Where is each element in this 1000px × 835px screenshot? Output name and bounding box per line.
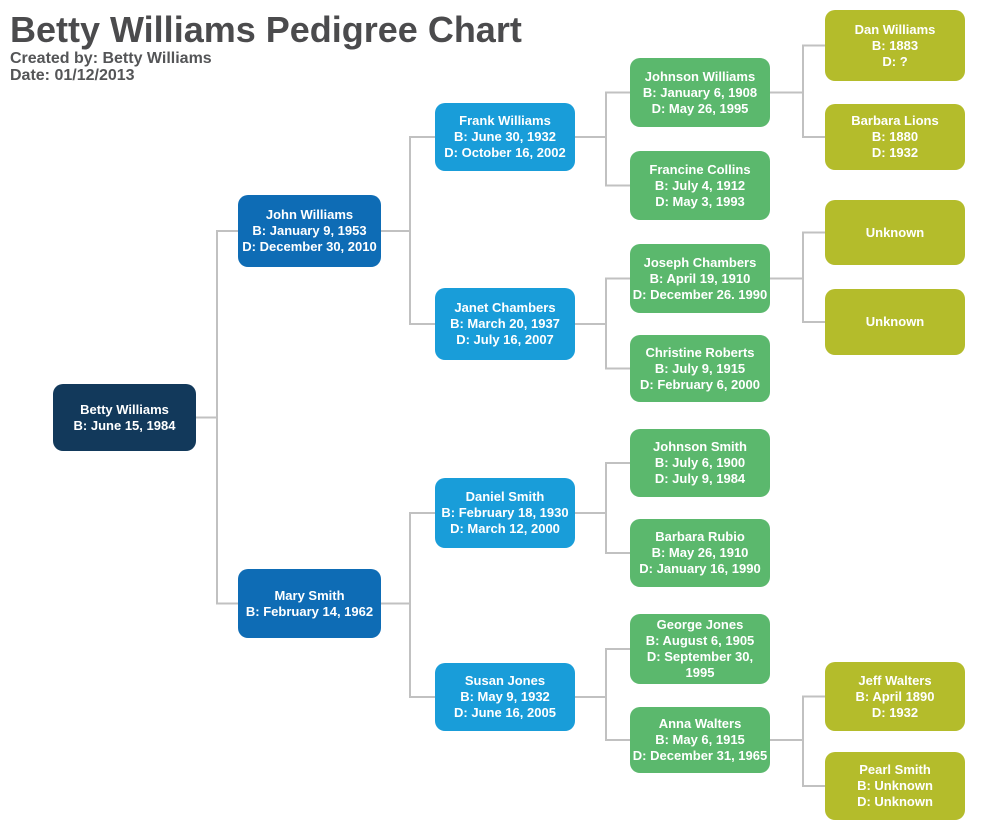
person-name: Pearl Smith xyxy=(859,762,931,777)
node-francine-collins[interactable]: Francine Collins B: July 4, 1912 D: May … xyxy=(630,151,770,220)
person-death: D: May 3, 1993 xyxy=(655,193,745,209)
person-birth: B: January 6, 1908 xyxy=(642,84,758,100)
person-name: Johnson Williams xyxy=(644,68,756,84)
person-birth: B: 1883 xyxy=(871,37,919,53)
connector-johnson-williams-parents xyxy=(770,44,825,138)
node-betty-williams[interactable]: Betty Williams B: June 15, 1984 xyxy=(53,384,196,451)
created-by-label: Created by: Betty Williams xyxy=(10,50,212,67)
person-death: D: December 30, 2010 xyxy=(242,239,377,254)
person-name: Jeff Walters xyxy=(858,672,932,688)
person-death: D: 1932 xyxy=(871,704,919,720)
node-janet-chambers[interactable]: Janet Chambers B: March 20, 1937 D: July… xyxy=(435,288,575,360)
person-birth: B: July 9, 1915 xyxy=(654,360,746,376)
person-birth: B: January 9, 1953 xyxy=(252,223,367,238)
node-george-jones[interactable]: George Jones B: August 6, 1905 D: Septem… xyxy=(630,614,770,684)
person-name: Daniel Smith xyxy=(465,489,545,504)
person-name: John Williams xyxy=(265,207,354,222)
node-johnson-williams[interactable]: Johnson Williams B: January 6, 1908 D: M… xyxy=(630,58,770,127)
person-death-wrap: 1995 xyxy=(685,665,715,680)
connector-frank-parents xyxy=(575,91,630,187)
person-death: D: July 9, 1984 xyxy=(654,471,746,486)
person-name: Johnson Smith xyxy=(653,439,747,454)
person-death: D: 1932 xyxy=(871,145,919,160)
person-birth: B: February 14, 1962 xyxy=(245,603,374,619)
person-birth: B: August 6, 1905 xyxy=(645,633,755,648)
person-birth: B: March 20, 1937 xyxy=(450,316,560,331)
person-name: Betty Williams xyxy=(80,401,169,417)
person-birth: B: May 9, 1932 xyxy=(460,689,550,704)
node-joseph-chambers[interactable]: Joseph Chambers B: April 19, 1910 D: Dec… xyxy=(630,244,770,313)
person-birth: B: July 6, 1900 xyxy=(654,455,746,470)
person-name: Frank Williams xyxy=(459,113,551,128)
person-name: Unknown xyxy=(865,314,925,329)
person-birth: B: May 6, 1915 xyxy=(655,732,745,747)
person-birth: B: Unknown xyxy=(857,778,933,793)
connector-daniel-parents xyxy=(575,462,630,554)
node-mary-smith[interactable]: Mary Smith B: February 14, 1962 xyxy=(238,569,381,638)
person-name: Janet Chambers xyxy=(454,300,556,315)
person-death: D: July 16, 2007 xyxy=(456,332,554,347)
node-unknown-1[interactable]: Unknown xyxy=(825,200,965,265)
connector-john-parents xyxy=(381,136,435,325)
date-label: Date: 01/12/2013 xyxy=(10,67,135,84)
connector-janet-parents xyxy=(575,277,630,370)
person-death: D: October 16, 2002 xyxy=(444,145,566,160)
person-birth: B: June 30, 1932 xyxy=(454,129,556,144)
person-death: D: May 26, 1995 xyxy=(651,100,749,116)
person-death: D: December 26. 1990 xyxy=(632,286,768,302)
person-birth: B: February 18, 1930 xyxy=(441,505,569,520)
person-death: D: February 6, 2000 xyxy=(640,376,760,392)
connector-joseph-parents xyxy=(770,231,825,323)
node-johnson-smith[interactable]: Johnson Smith B: July 6, 1900 D: July 9,… xyxy=(630,429,770,497)
connector-betty-parents xyxy=(196,230,238,605)
node-susan-jones[interactable]: Susan Jones B: May 9, 1932 D: June 16, 2… xyxy=(435,663,575,731)
person-death: D: January 16, 1990 xyxy=(639,561,761,576)
node-pearl-smith[interactable]: Pearl Smith B: Unknown D: Unknown xyxy=(825,752,965,820)
person-birth: B: July 4, 1912 xyxy=(654,177,746,193)
person-name: Christine Roberts xyxy=(645,344,755,360)
connector-mary-parents xyxy=(381,512,435,698)
person-death: D: September 30, xyxy=(646,649,754,664)
person-birth: B: April 19, 1910 xyxy=(649,270,751,286)
person-birth: B: 1880 xyxy=(871,129,919,144)
person-name: Barbara Rubio xyxy=(655,529,745,544)
node-daniel-smith[interactable]: Daniel Smith B: February 18, 1930 D: Mar… xyxy=(435,478,575,548)
node-unknown-2[interactable]: Unknown xyxy=(825,289,965,355)
person-name: Dan Williams xyxy=(854,21,936,37)
node-barbara-lions[interactable]: Barbara Lions B: 1880 D: 1932 xyxy=(825,104,965,170)
node-barbara-rubio[interactable]: Barbara Rubio B: May 26, 1910 D: January… xyxy=(630,519,770,587)
person-name: Susan Jones xyxy=(464,673,546,688)
person-death: D: Unknown xyxy=(857,794,933,809)
chart-header: Betty Williams Pedigree Chart Created by… xyxy=(10,9,522,85)
person-death: D: June 16, 2005 xyxy=(454,705,556,720)
person-death: D: ? xyxy=(882,53,908,69)
person-name: Mary Smith xyxy=(274,587,345,603)
person-name: Joseph Chambers xyxy=(643,254,757,270)
person-name: Unknown xyxy=(865,224,925,240)
connector-anna-parents xyxy=(770,695,825,787)
node-john-williams[interactable]: John Williams B: January 9, 1953 D: Dece… xyxy=(238,195,381,267)
node-christine-roberts[interactable]: Christine Roberts B: July 9, 1915 D: Feb… xyxy=(630,335,770,402)
node-anna-walters[interactable]: Anna Walters B: May 6, 1915 D: December … xyxy=(630,707,770,773)
person-name: Francine Collins xyxy=(649,161,751,177)
person-name: Barbara Lions xyxy=(851,113,939,128)
person-birth: B: May 26, 1910 xyxy=(651,545,749,560)
person-name: George Jones xyxy=(656,617,744,632)
connector-susan-parents xyxy=(575,648,630,741)
node-frank-williams[interactable]: Frank Williams B: June 30, 1932 D: Octob… xyxy=(435,103,575,171)
node-jeff-walters[interactable]: Jeff Walters B: April 1890 D: 1932 xyxy=(825,662,965,731)
person-birth: B: June 15, 1984 xyxy=(73,417,176,433)
person-name: Anna Walters xyxy=(658,716,742,731)
node-dan-williams[interactable]: Dan Williams B: 1883 D: ? xyxy=(825,10,965,81)
person-birth: B: April 1890 xyxy=(855,688,935,704)
page-title: Betty Williams Pedigree Chart xyxy=(10,9,522,50)
person-death: D: December 31, 1965 xyxy=(632,748,768,763)
person-death: D: March 12, 2000 xyxy=(450,521,560,536)
